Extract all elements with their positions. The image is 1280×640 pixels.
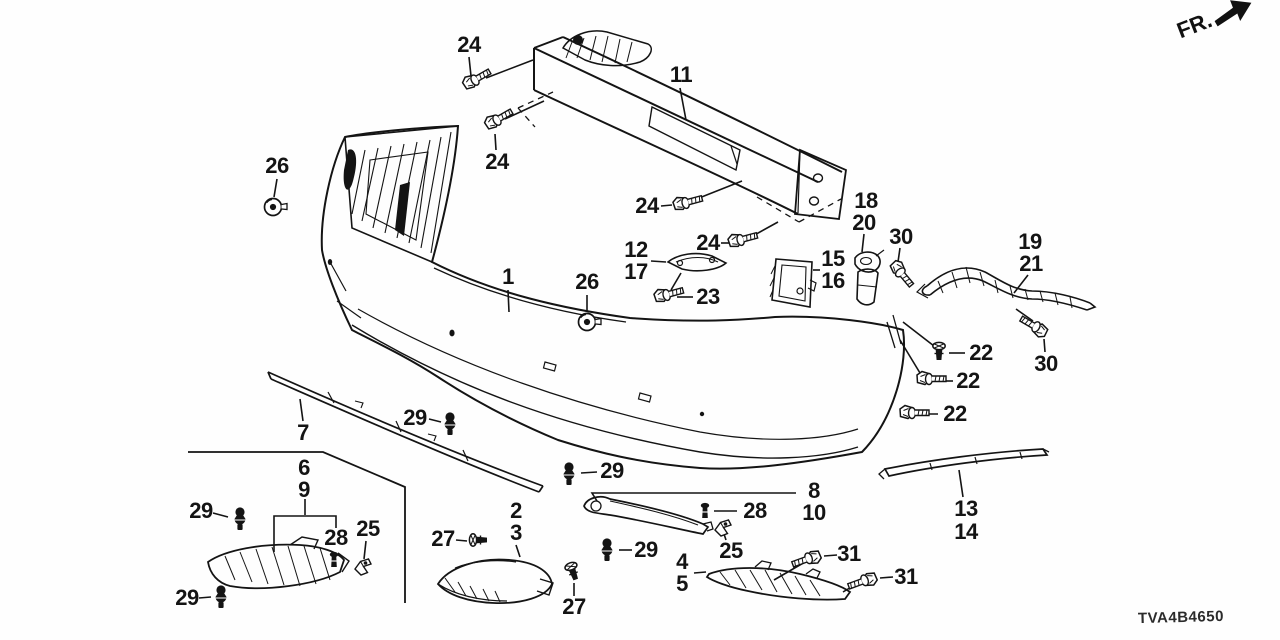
part-number-callout: 22 bbox=[969, 340, 993, 365]
part-number-callout: 29 bbox=[403, 405, 427, 430]
bolt-icon bbox=[726, 227, 760, 250]
retainer-clip-icon bbox=[354, 558, 372, 576]
part-number-callout: 30 bbox=[1034, 351, 1058, 376]
clip-icon bbox=[215, 584, 227, 609]
part-number-callout: 25 bbox=[719, 538, 743, 563]
part-number-callout: 26 bbox=[265, 153, 289, 178]
part-number-callout: 11 bbox=[669, 62, 693, 87]
sensor-18-20-drawing bbox=[854, 249, 885, 306]
screw-clip-icon bbox=[932, 341, 946, 361]
part-number-callout: 24 bbox=[485, 149, 509, 174]
part-number-callout: 29 bbox=[634, 537, 658, 562]
bolt-icon bbox=[482, 104, 516, 132]
part-number-callout: 10 bbox=[802, 500, 826, 525]
part-number-callout: 4 bbox=[676, 549, 688, 574]
lower-strip-drawing bbox=[267, 371, 544, 493]
part-number-callout: 6 bbox=[298, 455, 310, 480]
part-number-callout: 13 bbox=[954, 496, 978, 521]
clip-icon bbox=[234, 506, 246, 531]
part-number-callout: 17 bbox=[624, 259, 648, 284]
front-direction-indicator: FR. bbox=[1173, 0, 1258, 45]
clip-icon bbox=[444, 411, 456, 436]
side-spacer-drawing bbox=[916, 266, 1097, 311]
part-number-callout: 22 bbox=[943, 401, 967, 426]
part-number-callout: 19 bbox=[1018, 229, 1042, 254]
reinforcement-beam-drawing bbox=[517, 30, 847, 223]
part-number-callout: 26 bbox=[575, 269, 599, 294]
retainer-clip-icon bbox=[714, 519, 732, 537]
part-number-callout: 8 bbox=[808, 478, 820, 503]
part-number-callout: 29 bbox=[189, 498, 213, 523]
part-number-callout: 23 bbox=[696, 284, 720, 309]
part-number-callout: 22 bbox=[956, 368, 980, 393]
part-number-callout: 5 bbox=[676, 571, 688, 596]
right-reflector-drawing bbox=[705, 560, 852, 601]
part-number-callout: 25 bbox=[356, 516, 380, 541]
part-number-callout: 24 bbox=[635, 193, 659, 218]
grommet-icon bbox=[263, 197, 288, 217]
bolt-icon bbox=[899, 404, 930, 420]
part-number-callout: 29 bbox=[175, 585, 199, 610]
grommet-icon bbox=[577, 312, 602, 332]
pin-icon bbox=[700, 502, 710, 519]
part-number-callout: 28 bbox=[743, 498, 767, 523]
part-number-callout: 27 bbox=[431, 526, 455, 551]
part-number-callout: 28 bbox=[324, 525, 348, 550]
bracket-12-17-drawing bbox=[666, 252, 728, 272]
part-number-callout: 2 bbox=[510, 498, 522, 523]
clip-icon bbox=[601, 537, 613, 562]
pin-icon bbox=[329, 551, 339, 568]
part-number-callout: 31 bbox=[837, 541, 861, 566]
part-number-callout: 30 bbox=[889, 224, 913, 249]
part-number-callout: 1 bbox=[502, 264, 514, 289]
part-number-callout: 12 bbox=[624, 237, 648, 262]
clip-icon bbox=[563, 461, 575, 486]
part-number-callout: 18 bbox=[854, 188, 878, 213]
part-number-callout: 9 bbox=[298, 477, 310, 502]
part-number-callout: 20 bbox=[852, 210, 876, 235]
foglight-garnish-drawing bbox=[436, 558, 554, 604]
part-number-callout: 21 bbox=[1019, 251, 1043, 276]
bolt-icon bbox=[887, 257, 918, 290]
bolt-icon bbox=[652, 282, 686, 305]
bolt-icon bbox=[845, 570, 880, 594]
side-bracket-arm-drawing bbox=[583, 496, 714, 535]
bolt-icon bbox=[1016, 312, 1050, 341]
callout-bracket-lines bbox=[273, 492, 796, 552]
part-number-callout: 7 bbox=[297, 420, 309, 445]
screw-clip-icon bbox=[563, 560, 583, 583]
part-number-callout: 3 bbox=[510, 520, 522, 545]
part-number-callout: 14 bbox=[954, 519, 978, 544]
bolt-icon bbox=[671, 190, 705, 213]
part-number-callout: 24 bbox=[457, 32, 481, 57]
part-number-callout: 29 bbox=[600, 458, 624, 483]
plate-15-16-drawing bbox=[769, 258, 817, 308]
front-direction-arrow-icon bbox=[1214, 0, 1252, 27]
part-number-callout: 27 bbox=[562, 594, 586, 619]
part-number-callout: 16 bbox=[821, 268, 845, 293]
screw-clip-icon bbox=[468, 533, 488, 547]
part-number-callout: 24 bbox=[696, 230, 720, 255]
diagram-code: TVA4B4650 bbox=[1137, 607, 1225, 628]
group-boundary-line bbox=[188, 451, 406, 603]
bolt-icon bbox=[916, 370, 947, 386]
left-garnish-drawing bbox=[207, 536, 350, 590]
bumper-face-drawing bbox=[320, 124, 905, 470]
part-number-callout: 31 bbox=[894, 564, 918, 589]
part-number-callout: 15 bbox=[821, 246, 845, 271]
rear-strip-drawing bbox=[878, 448, 1050, 480]
